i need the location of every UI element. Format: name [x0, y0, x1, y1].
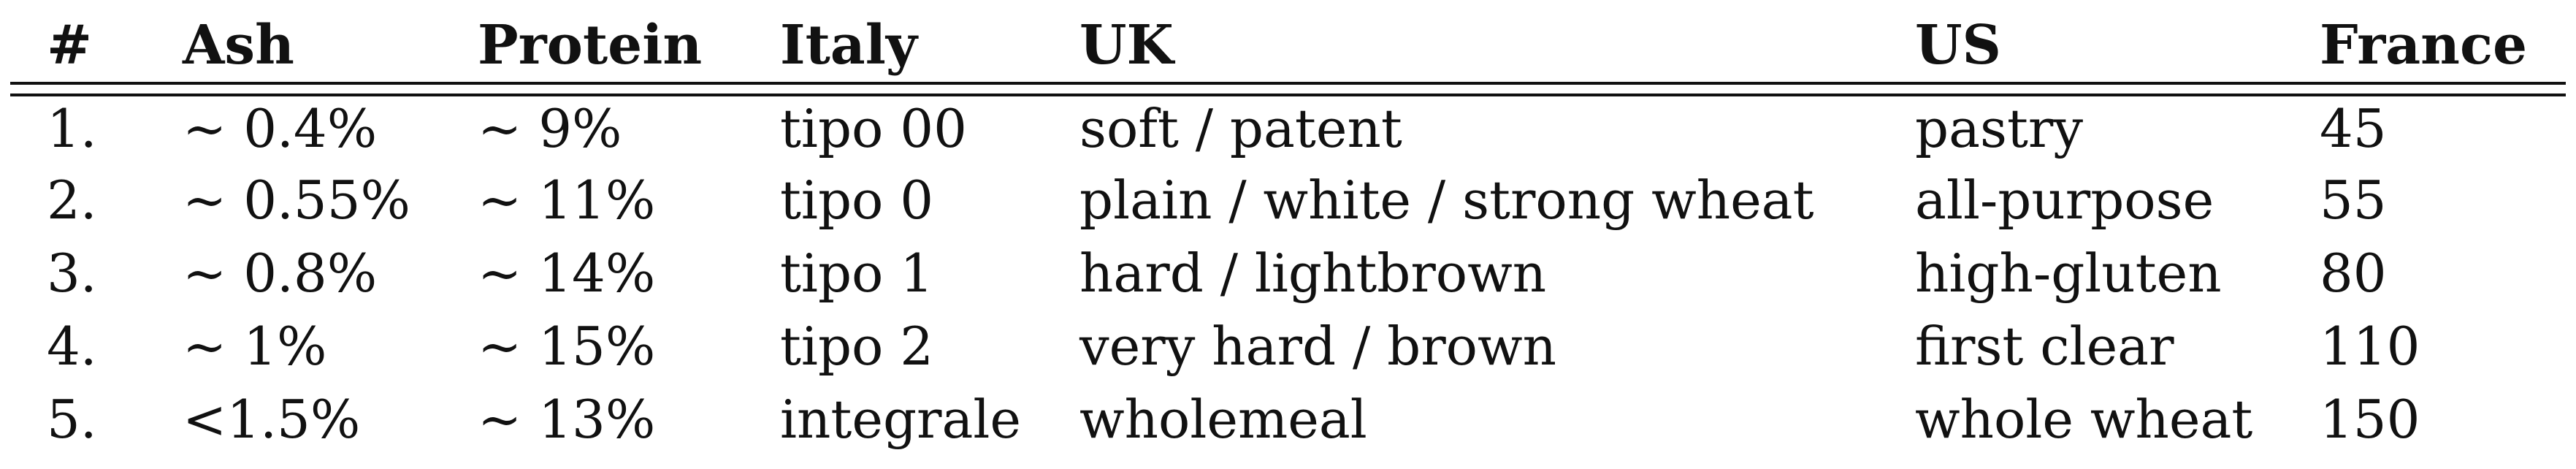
france-cell: 80 — [2320, 243, 2387, 304]
uk-cell: very hard / brown — [1079, 316, 1556, 377]
uk-cell: wholemeal — [1079, 389, 1367, 450]
ash-cell: <1.5% — [183, 389, 361, 450]
header-ash: Ash — [183, 14, 294, 77]
row-number: 1. — [47, 98, 97, 159]
header-rule-bottom — [10, 94, 2566, 96]
france-cell: 150 — [2320, 389, 2420, 450]
italy-cell: tipo 0 — [780, 169, 934, 231]
us-cell: all-purpose — [1915, 169, 2214, 231]
row-number: 3. — [47, 243, 97, 304]
protein-cell: ~ 15% — [478, 316, 656, 377]
ash-cell: ~ 0.55% — [183, 169, 410, 231]
france-cell: 55 — [2320, 169, 2387, 231]
protein-cell: ~ 11% — [478, 169, 656, 231]
us-cell: high-gluten — [1915, 243, 2222, 304]
row-number: 2. — [47, 169, 97, 231]
header-italy: Italy — [780, 14, 917, 77]
table-row: 1. ~ 0.4% ~ 9% tipo 00 soft / patent pas… — [0, 92, 2576, 165]
table-row: 2. ~ 0.55% ~ 11% tipo 0 plain / white / … — [0, 164, 2576, 237]
protein-cell: ~ 14% — [478, 243, 656, 304]
ash-cell: ~ 0.4% — [183, 98, 378, 159]
italy-cell: integrale — [780, 389, 1022, 450]
header-protein: Protein — [478, 14, 703, 77]
header-rule-top — [10, 82, 2566, 85]
header-uk: UK — [1079, 14, 1174, 77]
us-cell: whole wheat — [1915, 389, 2253, 450]
us-cell: pastry — [1915, 98, 2083, 159]
header-france: France — [2320, 14, 2528, 77]
ash-cell: ~ 0.8% — [183, 243, 378, 304]
table-header-row: # Ash Protein Italy UK US France — [0, 9, 2576, 82]
row-number: 4. — [47, 316, 97, 377]
row-number: 5. — [47, 389, 97, 450]
table-row: 5. <1.5% ~ 13% integrale wholemeal whole… — [0, 383, 2576, 456]
ash-cell: ~ 1% — [183, 316, 327, 377]
italy-cell: tipo 00 — [780, 98, 967, 159]
uk-cell: hard / lightbrown — [1079, 243, 1547, 304]
uk-cell: plain / white / strong wheat — [1079, 169, 1814, 231]
table-row: 3. ~ 0.8% ~ 14% tipo 1 hard / lightbrown… — [0, 237, 2576, 310]
protein-cell: ~ 13% — [478, 389, 656, 450]
france-cell: 45 — [2320, 98, 2387, 159]
header-us: US — [1915, 14, 2001, 77]
france-cell: 110 — [2320, 316, 2420, 377]
uk-cell: soft / patent — [1079, 98, 1402, 159]
protein-cell: ~ 9% — [478, 98, 622, 159]
italy-cell: tipo 2 — [780, 316, 934, 377]
table-row: 4. ~ 1% ~ 15% tipo 2 very hard / brown f… — [0, 310, 2576, 383]
header-number: # — [47, 14, 93, 77]
italy-cell: tipo 1 — [780, 243, 934, 304]
us-cell: first clear — [1915, 316, 2174, 377]
